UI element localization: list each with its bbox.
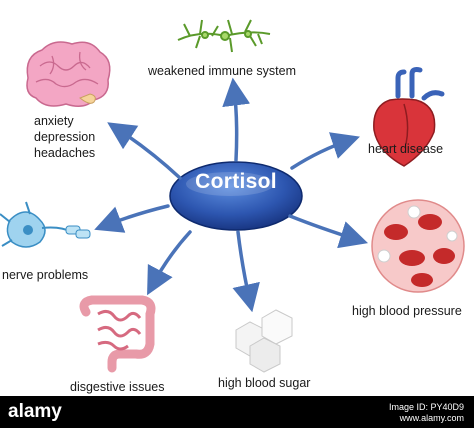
label-heart-disease: heart disease [368, 142, 444, 156]
label-high-blood-pressure: high blood pressure [352, 304, 462, 318]
arrow-blood-sugar [232, 230, 260, 313]
arrow-heart [290, 132, 360, 170]
site-text: www.alamy.com [399, 413, 464, 423]
cortisol-label: Cortisol [195, 170, 277, 193]
arrow-digestive [147, 230, 192, 296]
immune-cell-icon [177, 19, 271, 53]
brain-icon [26, 41, 111, 107]
arrow-immune [222, 77, 251, 162]
sugar-cubes-icon [235, 309, 293, 373]
cortisol-oval [169, 161, 303, 231]
label-nerve-problems: nerve problems [2, 268, 89, 282]
arrow-nerve [94, 204, 170, 233]
arrows [94, 77, 369, 313]
heart-icon [373, 67, 445, 167]
blood-cells-icon [371, 199, 465, 293]
label-digestive-issues: disgestive issues [70, 380, 165, 394]
nerve-cell-icon [0, 201, 91, 248]
intestines-icon [79, 295, 156, 373]
label-high-blood-sugar: high blood sugar [218, 376, 311, 390]
alamy-logo: alamy [8, 401, 62, 422]
label-headaches: headaches [34, 146, 96, 160]
watermark-bar [0, 396, 474, 428]
label-depression: depression [34, 130, 96, 144]
label-weakened-immune-system: weakened immune system [148, 64, 296, 78]
image-id-text: Image ID: PY40D9 [388, 402, 464, 412]
arrow-anxiety [107, 122, 182, 180]
image-id: Image ID: PY40D9 www.alamy.com [389, 402, 464, 424]
cortisol-diagram [0, 19, 465, 373]
arrow-blood-pressure [288, 214, 369, 249]
label-anxiety: anxiety [34, 114, 74, 128]
